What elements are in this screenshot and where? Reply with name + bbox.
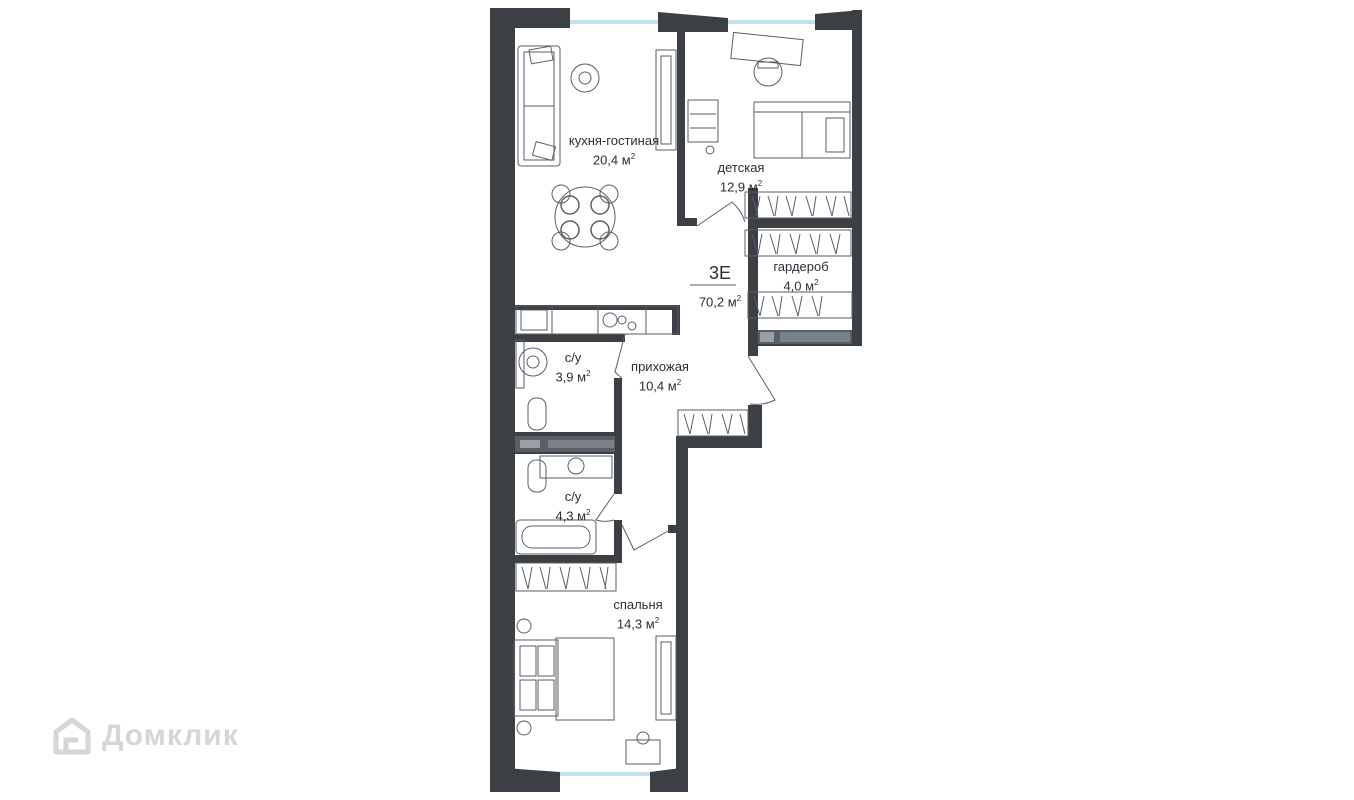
room-name: с/у xyxy=(564,489,582,504)
room-label-kitchen: кухня-гостиная 20,4 м2 xyxy=(550,133,678,168)
room-area: 10,4 м xyxy=(638,378,677,394)
exterior-walls xyxy=(490,8,862,792)
room-label-bath1: с/у 3,9 м2 xyxy=(544,350,602,385)
windows xyxy=(560,20,815,776)
room-area: 12,9 м xyxy=(719,179,758,195)
furniture xyxy=(513,31,851,765)
apartment-area-unit: м xyxy=(727,294,737,310)
room-area: 20,4 м xyxy=(592,152,631,168)
room-name: детская xyxy=(717,160,765,175)
room-label-hallway: прихожая 10,4 м2 xyxy=(614,359,706,394)
room-name: прихожая xyxy=(631,359,689,374)
house-logo-icon xyxy=(53,717,91,755)
room-label-bedroom: спальня 14,3 м2 xyxy=(600,597,676,632)
wardrobe-storage xyxy=(515,330,852,452)
room-label-kids: детская 12,9 м2 xyxy=(704,160,778,195)
room-name: кухня-гостиная xyxy=(568,133,660,148)
room-area: 4,3 м xyxy=(555,508,587,524)
watermark: Домклик xyxy=(50,714,239,758)
room-name: спальня xyxy=(613,597,663,612)
watermark-text: Домклик xyxy=(102,719,239,752)
room-area: 3,9 м xyxy=(555,369,587,385)
room-area: 14,3 м xyxy=(616,616,655,632)
apartment-area-value: 70,2 xyxy=(698,294,725,310)
doors xyxy=(595,201,776,551)
closet-shelves xyxy=(515,191,853,592)
room-name: гардероб xyxy=(773,259,829,274)
apartment-type: 3E xyxy=(708,263,732,283)
room-label-wardrobe: гардероб 4,0 м2 xyxy=(764,259,838,294)
room-area: 4,0 м xyxy=(783,278,815,294)
room-name: с/у xyxy=(564,350,582,365)
room-label-bath2: с/у 4,3 м2 xyxy=(544,489,602,524)
apartment-area: 70,2 м2 xyxy=(698,294,742,310)
